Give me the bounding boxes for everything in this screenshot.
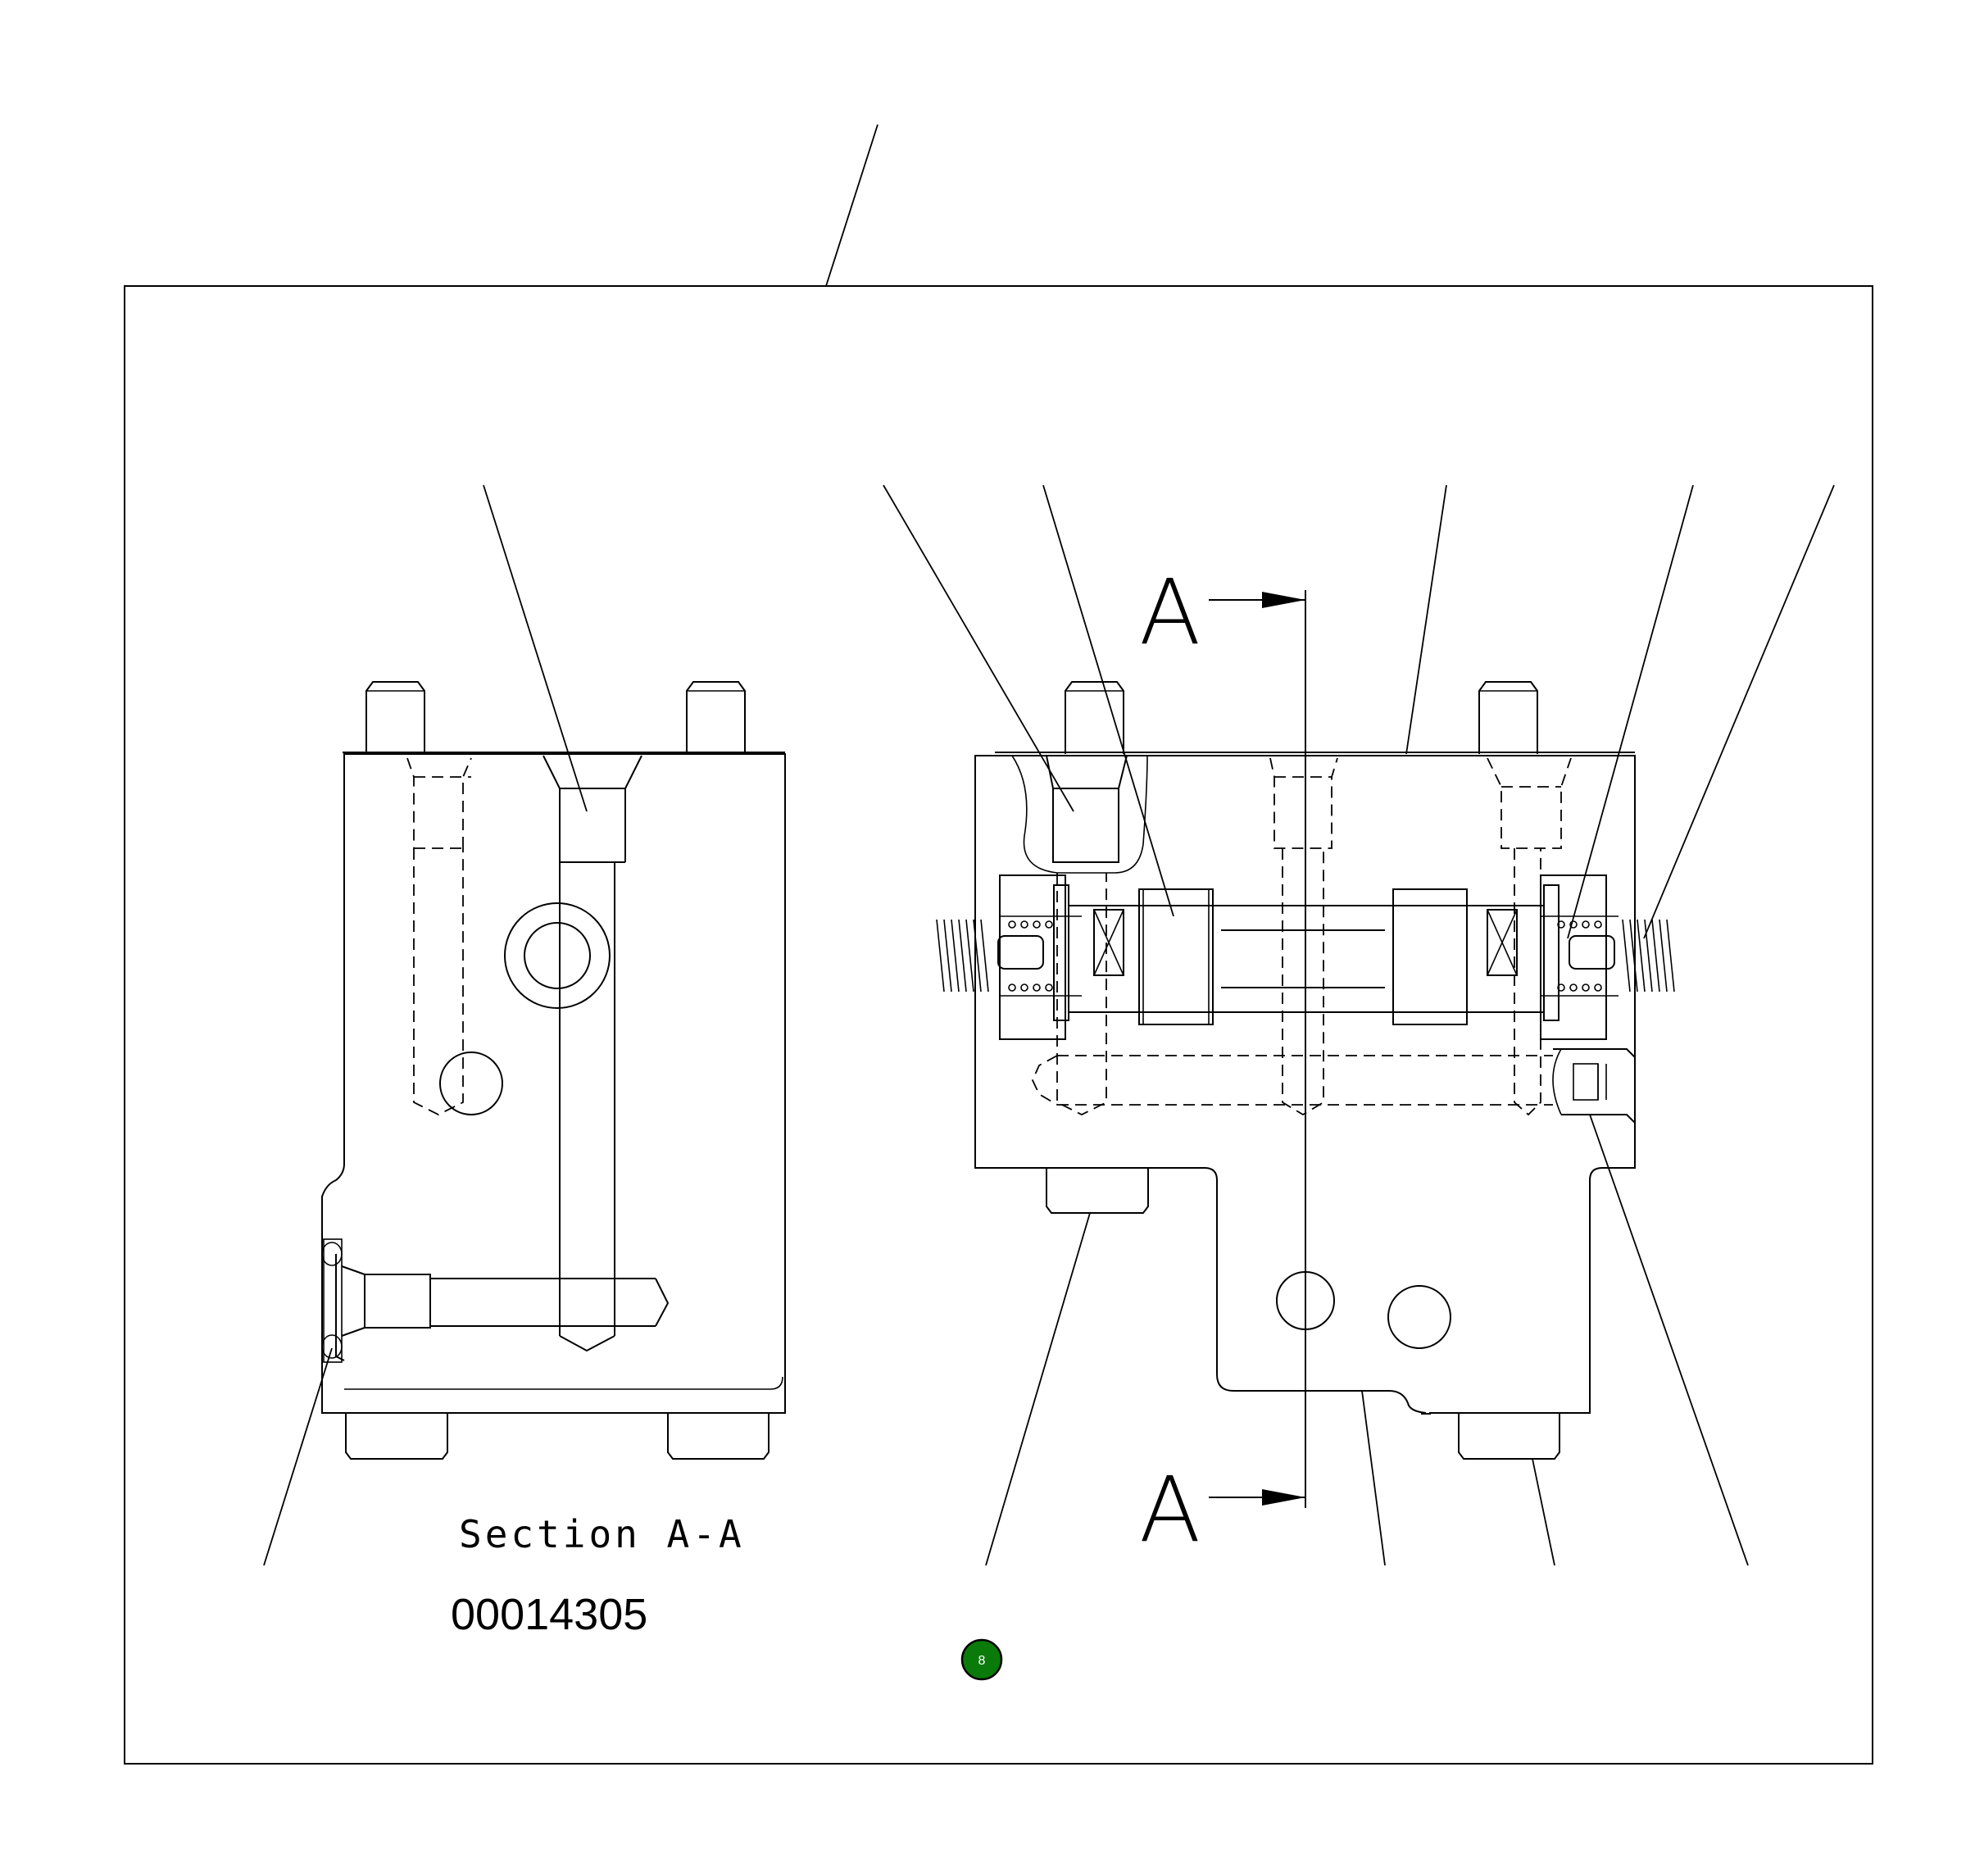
leader-line (825, 124, 878, 287)
reference-number: 00014305 (451, 1590, 647, 1639)
section-label: Section A-A (459, 1512, 745, 1556)
spring-right (1541, 915, 1675, 997)
section-marker-top: A (1139, 560, 1201, 665)
spring-left (936, 915, 1082, 997)
section-view-left (321, 681, 786, 1460)
callout-leaders (263, 484, 1835, 1566)
diagram-frame (124, 285, 1873, 1765)
svg-text:8: 8 (978, 1654, 986, 1668)
hotspot-badge[interactable]: 8 (960, 1638, 1003, 1681)
section-marker-bottom: A (1139, 1457, 1201, 1562)
front-view-right (936, 590, 1675, 1508)
